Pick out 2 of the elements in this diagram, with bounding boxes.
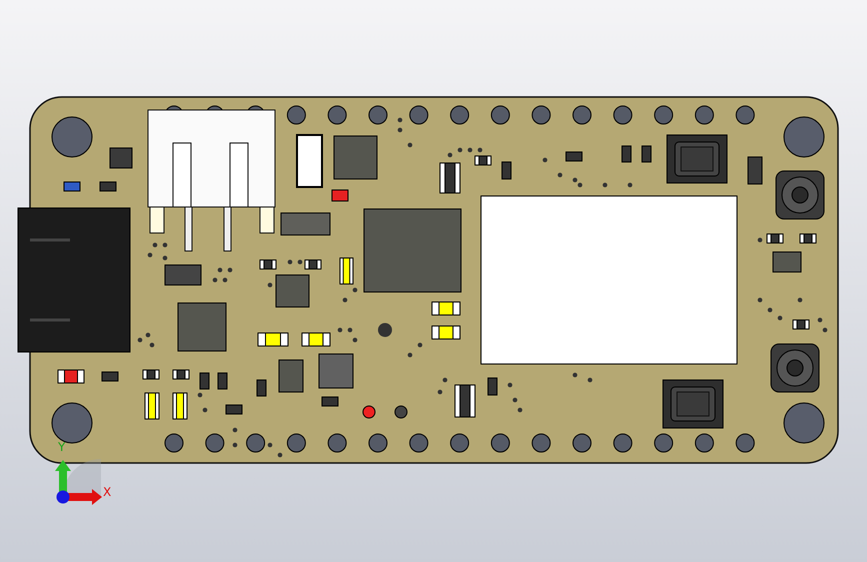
axis-label: X [103,486,112,498]
axis-label: Y [58,441,66,453]
